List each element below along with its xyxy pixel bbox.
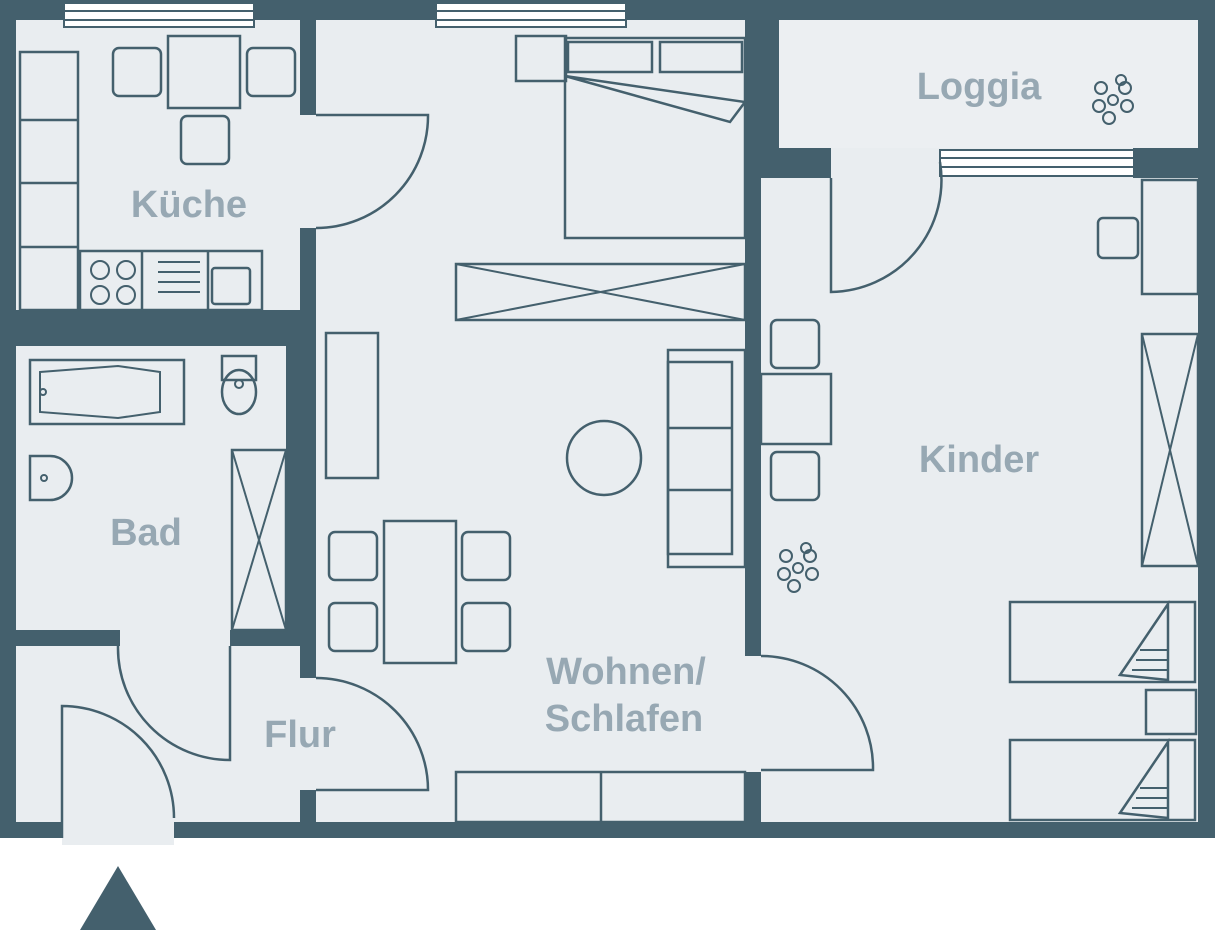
bathroom-fixtures [28, 354, 288, 632]
walls [0, 0, 1215, 838]
loggia-door [829, 161, 943, 294]
room-label-flur: Flur [264, 714, 336, 756]
entrance-door [60, 704, 176, 838]
entrance-opening [62, 815, 174, 845]
bathroom-door [116, 645, 232, 762]
room-label-kinder: Kinder [919, 439, 1040, 481]
room-label-bad: Bad [110, 512, 182, 554]
room-label-wohnen-line1: Wohnen/ [546, 651, 706, 693]
entrance-arrow-icon [80, 866, 156, 930]
kitchen-door [315, 113, 430, 230]
windows [63, 2, 1135, 177]
plant-icon [1092, 74, 1134, 125]
kinder-door [760, 654, 875, 772]
flur-door [315, 676, 430, 792]
kitchen-furniture [18, 34, 297, 312]
plant-icon [777, 542, 819, 593]
kids-furniture [759, 178, 1200, 822]
room-label-wohnen-line2: Schlafen [545, 698, 703, 740]
room-label-kueche: Küche [131, 184, 247, 226]
living-furniture [324, 34, 748, 824]
room-label-loggia: Loggia [917, 66, 1042, 108]
